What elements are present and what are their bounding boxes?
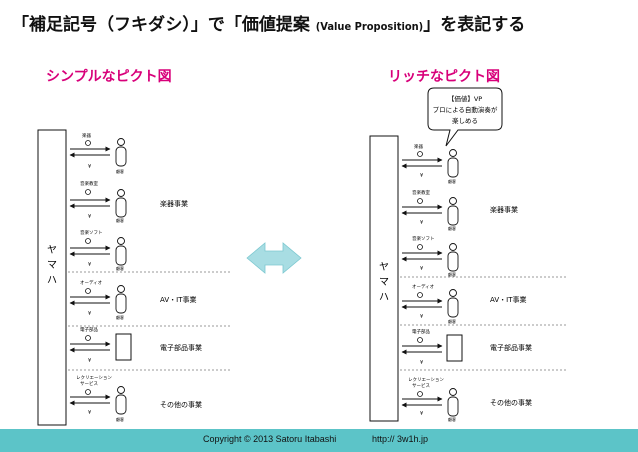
product-icon [85,140,91,146]
right-item-label: 音楽教室 [412,189,430,196]
left-company-char-2: マ [47,260,57,271]
money-label: ¥ [420,360,423,366]
product-icon [417,198,423,204]
left-item-label: 電子部品 [80,326,98,333]
title-part1: 補足記号（フキダシ）」で「価値提案 [29,15,310,35]
customer-icon [115,386,127,415]
double-arrow-icon [246,242,302,274]
left-item-label: レクリエーション [76,375,112,381]
money-label: ¥ [420,411,423,417]
money-label: ¥ [420,314,423,320]
customer-label: 顧客 [116,416,124,422]
customer-icon [447,149,459,178]
segment-label: その他の事業 [490,398,532,407]
money-label: ¥ [88,214,91,220]
product-icon [417,292,423,298]
title-part2: 」を表記する [423,15,526,35]
customer-label: 顧客 [116,217,124,223]
segment-label: 楽器事業 [490,205,518,214]
segment-label: AV・IT事業 [490,295,526,304]
segment-label: 電子部品事業 [490,343,532,352]
customer-icon [115,138,127,167]
money-label: ¥ [88,410,91,416]
product-icon [85,288,91,294]
left-item-label: 楽器 [82,132,91,139]
segment-label: AV・IT事業 [160,295,196,304]
right-diagram: 【価値】VP プロによる自動演奏が 楽しめる ヤ マ ハ 楽器 ¥ 顧客 音楽教… [369,87,566,422]
money-label: ¥ [88,358,91,364]
title-vp-english: (Value Proposition) [315,20,424,33]
right-company-box [369,135,399,422]
money-label: ¥ [420,266,423,272]
money-label: ¥ [420,173,423,179]
customer-icon [115,237,127,266]
business-customer-icon [115,333,132,361]
customer-icon [115,285,127,314]
right-company-char-2: マ [379,277,389,288]
product-icon [85,335,91,341]
product-icon [85,189,91,195]
product-icon [417,151,423,157]
customer-icon [447,289,459,318]
business-customer-icon [446,334,463,362]
right-heading: リッチなピクト図 [388,69,500,85]
product-icon [85,389,91,395]
balloon-line-3: 楽しめる [452,116,478,125]
product-icon [417,244,423,250]
balloon-line-1: 【価値】VP [448,94,482,103]
product-icon [417,337,423,343]
left-heading: シンプルなピクト図 [46,69,172,85]
right-item-label: 音楽ソフト [412,235,435,242]
footer-copyright: Copyright © 2013 Satoru Itabashi [203,434,337,444]
left-company-box [37,129,67,426]
customer-icon [447,197,459,226]
customer-label: 顧客 [448,271,456,277]
title-open-quote: 「 [12,15,29,35]
right-item-label: レクリエーション [408,377,444,383]
right-item-label: 楽器 [414,143,423,150]
balloon-line-2: プロによる自動演奏が [433,105,498,114]
customer-icon [447,388,459,417]
slide-title: 「補足記号（フキダシ）」で「価値提案 (Value Proposition)」を… [12,10,525,35]
customer-label: 顧客 [448,416,456,422]
customer-label: 顧客 [448,178,456,184]
right-company-char-1: ヤ [379,262,389,273]
customer-label: 顧客 [116,314,124,320]
money-label: ¥ [88,164,91,170]
customer-label: 顧客 [116,265,124,271]
money-label: ¥ [88,311,91,317]
left-company-char-1: ヤ [47,245,57,256]
product-icon [417,391,423,397]
segment-label: 楽器事業 [160,199,188,208]
segment-label: 電子部品事業 [160,343,202,352]
customer-icon [115,189,127,218]
right-item-label: 電子部品 [412,328,430,335]
product-icon [85,238,91,244]
money-label: ¥ [88,262,91,268]
footer-bar: Copyright © 2013 Satoru Itabashi http://… [0,429,638,452]
right-item-label: オーディオ [412,283,435,290]
right-company-char-3: ハ [379,292,389,303]
money-label: ¥ [420,220,423,226]
customer-label: 顧客 [448,225,456,231]
segment-label: その他の事業 [160,400,202,409]
right-item-label-2: サービス [412,382,430,389]
left-company-char-3: ハ [47,275,57,286]
left-diagram: ヤ マ ハ 楽器 ¥ 顧客 音楽教室 ¥ 顧客 音楽ソフト [37,129,232,426]
customer-label: 顧客 [116,168,124,174]
left-item-label: オーディオ [80,279,103,286]
left-item-label-2: サービス [80,380,98,387]
customer-label: 顧客 [448,318,456,324]
footer-url: http:// 3w1h.jp [372,434,429,444]
value-proposition-balloon [427,87,503,147]
left-item-label: 音楽ソフト [80,229,103,236]
left-item-label: 音楽教室 [80,180,98,187]
customer-icon [447,243,459,272]
